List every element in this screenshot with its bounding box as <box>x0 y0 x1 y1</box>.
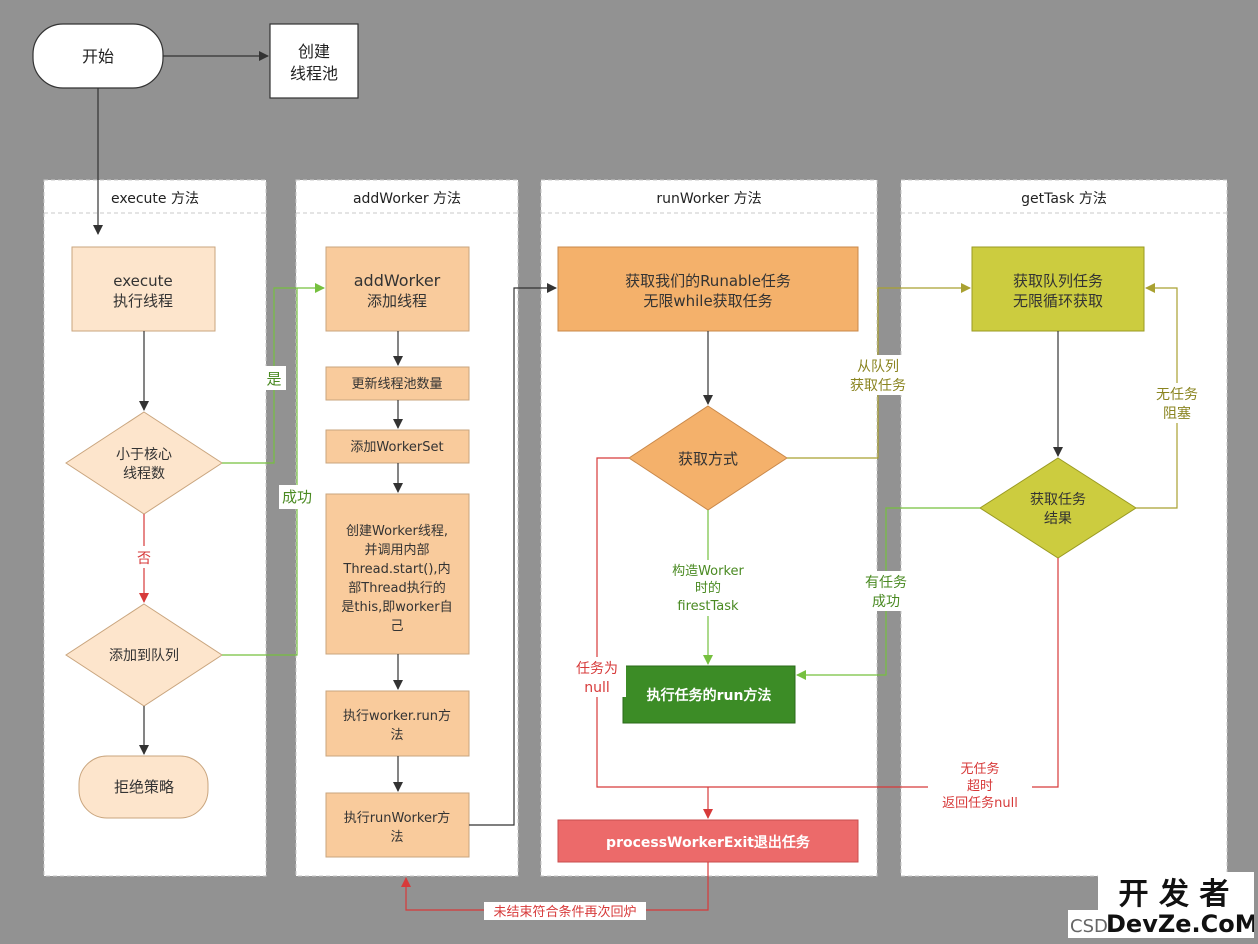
exec-task-box: 执行任务的run方法 <box>622 665 796 724</box>
watermark: 开 发 者 CSD DevZe.CoM <box>1068 872 1254 938</box>
gettask-box: 获取队列任务 无限循环获取 <box>971 246 1145 332</box>
svg-text:己: 己 <box>390 619 403 634</box>
lane-runworker-title: runWorker 方法 <box>656 191 761 207</box>
edge-runworker-main <box>469 283 557 826</box>
runworker-box: 获取我们的Runable任务 无限while获取任务 <box>557 246 859 332</box>
svg-text:获取我们的Runable任务: 获取我们的Runable任务 <box>625 272 791 290</box>
svg-text:有任务: 有任务 <box>865 575 907 591</box>
label-no: 否 <box>137 551 151 567</box>
svg-text:获取任务: 获取任务 <box>1030 492 1086 508</box>
svg-text:时的: 时的 <box>695 580 721 596</box>
exec-run-box: 执行worker.run方 法 <box>325 690 470 757</box>
svg-text:无限循环获取: 无限循环获取 <box>1013 292 1103 310</box>
update-count-label: 更新线程池数量 <box>351 376 442 392</box>
svg-text:部Thread执行的: 部Thread执行的 <box>348 580 445 596</box>
execute-box-line1: execute <box>113 272 172 290</box>
svg-text:执行任务的run方法: 执行任务的run方法 <box>647 687 772 704</box>
core-check-line2: 线程数 <box>123 466 165 482</box>
exit-box: processWorkerExit退出任务 <box>557 819 859 863</box>
edge-timeout <box>708 558 1059 788</box>
create-pool-node: 创建 线程池 <box>269 23 359 99</box>
svg-text:获取任务: 获取任务 <box>850 378 906 394</box>
exec-runworker-box: 执行runWorker方 法 <box>325 792 470 858</box>
create-pool-line2: 线程池 <box>290 64 338 83</box>
svg-text:执行worker.run方: 执行worker.run方 <box>343 708 451 724</box>
svg-text:获取队列任务: 获取队列任务 <box>1013 272 1103 290</box>
execute-box-line2: 执行线程 <box>113 292 173 310</box>
svg-text:无任务: 无任务 <box>960 761 999 777</box>
core-check-diamond: 小于核心 线程数 <box>65 411 223 515</box>
svg-text:并调用内部: 并调用内部 <box>364 542 429 558</box>
label-success: 成功 <box>282 488 312 506</box>
svg-text:法: 法 <box>390 830 403 845</box>
reject-node: 拒绝策略 <box>78 755 209 819</box>
add-set-label: 添加WorkerSet <box>350 440 443 455</box>
svg-text:法: 法 <box>390 728 403 743</box>
svg-text:超时: 超时 <box>967 779 993 794</box>
reject-label: 拒绝策略 <box>114 778 174 796</box>
watermark-sub-left: CSD <box>1070 916 1108 937</box>
svg-text:null: null <box>584 680 610 696</box>
svg-text:未结束符合条件再次回炉: 未结束符合条件再次回炉 <box>493 904 636 920</box>
execute-box: execute 执行线程 <box>71 246 216 332</box>
addworker-line2: 添加线程 <box>367 292 427 310</box>
svg-text:firestTask: firestTask <box>677 599 739 614</box>
svg-text:processWorkerExit退出任务: processWorkerExit退出任务 <box>606 834 811 851</box>
add-queue-label: 添加到队列 <box>109 648 179 664</box>
addworker-box: addWorker 添加线程 <box>325 246 470 332</box>
svg-text:结果: 结果 <box>1044 511 1072 527</box>
edge-success-addworker <box>222 288 298 656</box>
svg-text:阻塞: 阻塞 <box>1163 405 1191 422</box>
lane-gettask-title: getTask 方法 <box>1021 191 1107 207</box>
svg-text:无任务: 无任务 <box>1156 387 1198 403</box>
lane-addworker-title: addWorker 方法 <box>353 191 461 207</box>
edge-task-null <box>596 457 708 788</box>
svg-text:创建Worker线程,: 创建Worker线程, <box>346 524 448 539</box>
start-node: 开始 <box>32 23 164 89</box>
create-thread-box: 创建Worker线程, 并调用内部 Thread.start(),内 部Thre… <box>325 493 470 655</box>
svg-text:执行runWorker方: 执行runWorker方 <box>344 810 451 826</box>
svg-text:任务为: 任务为 <box>576 661 618 677</box>
add-set-box: 添加WorkerSet <box>325 429 470 464</box>
create-pool-line1: 创建 <box>298 42 330 61</box>
svg-text:是this,即worker自: 是this,即worker自 <box>341 600 452 615</box>
start-label: 开始 <box>82 47 114 66</box>
svg-text:成功: 成功 <box>872 594 900 610</box>
svg-text:构造Worker: 构造Worker <box>672 564 744 579</box>
svg-text:从队列: 从队列 <box>857 359 899 375</box>
svg-text:无限while获取任务: 无限while获取任务 <box>643 292 772 310</box>
lane-execute-title: execute 方法 <box>111 191 199 207</box>
watermark-main: 开 发 者 <box>1119 877 1230 912</box>
svg-text:获取方式: 获取方式 <box>678 450 738 468</box>
addworker-line1: addWorker <box>354 271 441 290</box>
core-check-line1: 小于核心 <box>116 447 172 463</box>
svg-text:返回任务null: 返回任务null <box>942 795 1018 811</box>
update-count-box: 更新线程池数量 <box>325 366 470 401</box>
svg-text:Thread.start(),内: Thread.start(),内 <box>342 561 450 577</box>
label-yes: 是 <box>266 370 281 388</box>
watermark-sub-right: DevZe.CoM <box>1106 910 1254 938</box>
